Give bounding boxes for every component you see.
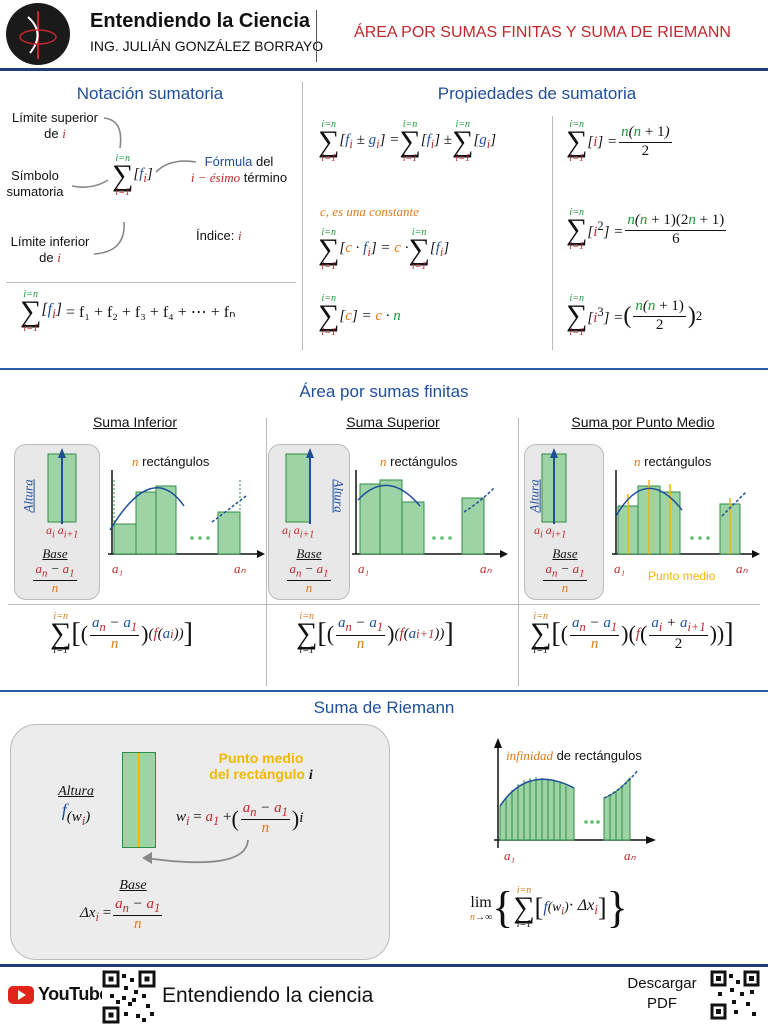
upper-a-i: ai ai+1 [282,523,315,541]
finite-title: Área por sumas finitas [299,382,469,401]
riemann-arrow [142,839,249,864]
notation-title: Notación sumatoria [76,84,224,103]
property-sum-i-cubed: i=n∑i=1 [i3] = (n(n + 1)2)2 [566,293,703,338]
lower-limit-label: Límite inferior de i [10,234,90,266]
riemann-panel [10,724,390,960]
constant-note: c, es una constante [320,204,419,219]
riemann-an: aₙ [624,848,636,863]
property-sum-i: i=n∑i=1 [i] = n(n + 1)2 [566,119,672,164]
finite-hr [8,604,760,605]
property-constant-multiple: i=n∑i=1 [c · fi] = c · i=n∑i=1 [fi] [318,227,450,272]
upper-altura: Altura [331,479,347,513]
property-constant-sum: i=n∑i=1 [c] = c · n [318,293,401,338]
index-label: Índice: i [196,228,242,243]
notation-hr [6,282,296,283]
upper-limit-label: Límite superior de i [12,110,98,142]
midpoint-label: Punto medio [648,569,716,583]
formula-label: Fórmula del i − ésimo término [190,154,288,186]
section-rule-2 [0,690,768,692]
mid-altura: Altura [526,479,542,513]
upper-an: aₙ [480,561,492,576]
lower-sum-title: Suma Inferior [92,414,178,430]
qr-code-icon[interactable] [102,970,156,1024]
riemann-rectangle [122,752,156,848]
property-sum-rule: i=n∑i=1 [fi ± gi] = i=n∑i=1 [fi] ± i=n∑i… [318,119,497,164]
lower-sum-figure [47,448,265,558]
property-sum-i-squared: i=n∑i=1 [i2] = n(n + 1)(2n + 1)6 [566,207,727,252]
finite-divider-2 [518,418,519,686]
mid-an: aₙ [736,561,748,576]
riemann-a1: a₁ [504,848,516,863]
author-name: ING. JULIÁN GONZÁLEZ BORRAYO [90,38,324,54]
notation-sigma: i=n∑i=1 [fi] [112,153,153,198]
mid-sum-figure [541,448,760,558]
mid-sum-title: Suma por Punto Medio [571,414,715,430]
footer-rule [0,964,768,967]
logo [6,3,70,65]
upper-sum-title: Suma Superior [346,414,440,430]
channel-name: Entendiendo la ciencia [162,984,374,1007]
site-title: Entendiendo la Ciencia [90,10,311,32]
lower-an: aₙ [234,561,246,576]
notation-divider [302,82,303,350]
riemann-infinity-figure [494,738,656,848]
properties-title: Propiedades de sumatoria [437,84,637,103]
riemann-title: Suma de Riemann [313,698,455,717]
upper-a1: a₁ [358,561,370,576]
lower-a1: a₁ [112,561,124,576]
infinity-label: infinidad de rectángulos [506,748,642,763]
properties-divider [552,116,553,350]
notation-arrows [71,117,197,255]
mid-a-i: ai ai+1 [534,523,567,541]
mid-n-rect: n rectángulos [634,454,712,469]
logo-mark-icon [19,11,57,59]
header-rule [0,68,768,71]
section-rule-1 [0,368,768,370]
upper-sum-figure [285,448,508,558]
lower-n-rect: n rectángulos [132,454,210,469]
finite-divider-1 [266,418,267,686]
youtube-button[interactable]: YouTube [8,984,109,1005]
expansion-formula: i=n∑i=1 [fi] = f₁ + f₂ + f₃ + f₄ + ⋯ + f… [20,289,236,334]
lower-altura: Altura [20,479,36,513]
page-topic: ÁREA POR SUMAS FINITAS Y SUMA DE RIEMANN [354,24,731,41]
header-divider [316,10,317,62]
lower-a-i: ai ai+1 [46,523,79,541]
mid-a1: a₁ [614,561,626,576]
pdf-qr-code-icon[interactable] [710,970,760,1020]
upper-n-rect: n rectángulos [380,454,458,469]
riemann-altura: Altura f(wi) [58,784,94,828]
riemann-base: Base [119,878,147,893]
youtube-icon [8,985,34,1004]
